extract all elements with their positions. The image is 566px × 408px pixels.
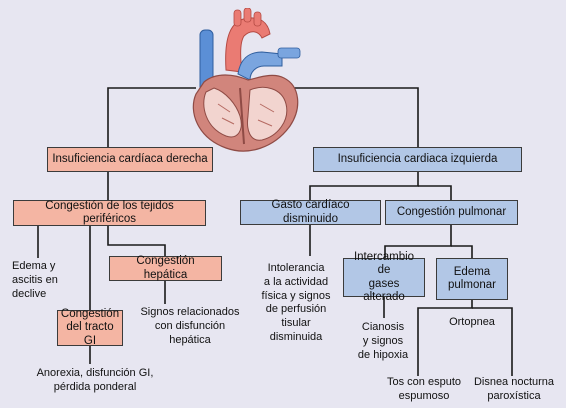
- heart-cross-section-icon: [192, 8, 301, 152]
- gas-exchange-box: Intercambio de gases alterado: [343, 251, 425, 303]
- pulmonary-congestion-box: Congestión pulmonar: [385, 200, 518, 225]
- paroxysmal-dyspnea-text: Disnea nocturna paroxística: [473, 376, 555, 402]
- line-edema-branch: [417, 300, 473, 376]
- hepatic-congestion-box: Congestión hepática: [109, 255, 222, 281]
- decreased-output-box: Gasto cardíaco disminuido: [240, 199, 381, 225]
- line-left-branch-2: [418, 185, 452, 200]
- line-pulmonary-branch: [384, 225, 452, 258]
- line-left-branch: [309, 172, 419, 200]
- decreased-output-label: Gasto cardíaco disminuido: [271, 199, 350, 225]
- hepatic-signs-text: Signos relacionados con disfunción hepát…: [140, 306, 240, 346]
- gas-exchange-signs-text: Cianosis y signos de hipoxia: [357, 321, 409, 361]
- peripheral-congestion-label: Congestión de los tejidos periféricos: [45, 199, 174, 225]
- pulmonary-congestion-label: Congestión pulmonar: [396, 205, 507, 218]
- pulmonary-edema-box: Edema pulmonar: [436, 258, 508, 300]
- line-pulmonary-branch-2: [451, 245, 473, 258]
- line-heart-to-left-main: [266, 87, 419, 147]
- hepatic-congestion-label: Congestión hepática: [136, 255, 195, 281]
- left-heart-failure-label: Insuficiencia cardiaca izquierda: [337, 152, 498, 165]
- edema-ascites-text: Edema y ascitis en declive: [12, 260, 58, 300]
- gi-congestion-box: Congestión del tracto GI: [57, 308, 123, 347]
- frothy-sputum-text: Tos con esputo espumoso: [387, 376, 461, 402]
- peripheral-congestion-box: Congestión de los tejidos periféricos: [13, 200, 206, 226]
- right-heart-failure-label: Insuficiencia cardíaca derecha: [52, 152, 208, 165]
- gi-signs-text: Anorexia, disfunción GI, pérdida pondera…: [36, 367, 154, 393]
- gi-congestion-label: Congestión del tracto GI: [60, 308, 120, 347]
- pulmonary-edema-label: Edema pulmonar: [448, 265, 496, 291]
- line-peripheral-to-hepatic: [107, 226, 166, 256]
- line-edema-branch-2: [472, 307, 513, 376]
- orthopnea-text: Ortopnea: [442, 316, 502, 330]
- line-heart-to-right-main: [107, 87, 196, 147]
- decreased-output-signs-text: Intolerancia a la actividad física y sig…: [261, 262, 331, 343]
- left-heart-failure-box: Insuficiencia cardiaca izquierda: [313, 147, 522, 172]
- gas-exchange-label: Intercambio de gases alterado: [353, 251, 415, 303]
- right-heart-failure-box: Insuficiencia cardíaca derecha: [47, 147, 213, 172]
